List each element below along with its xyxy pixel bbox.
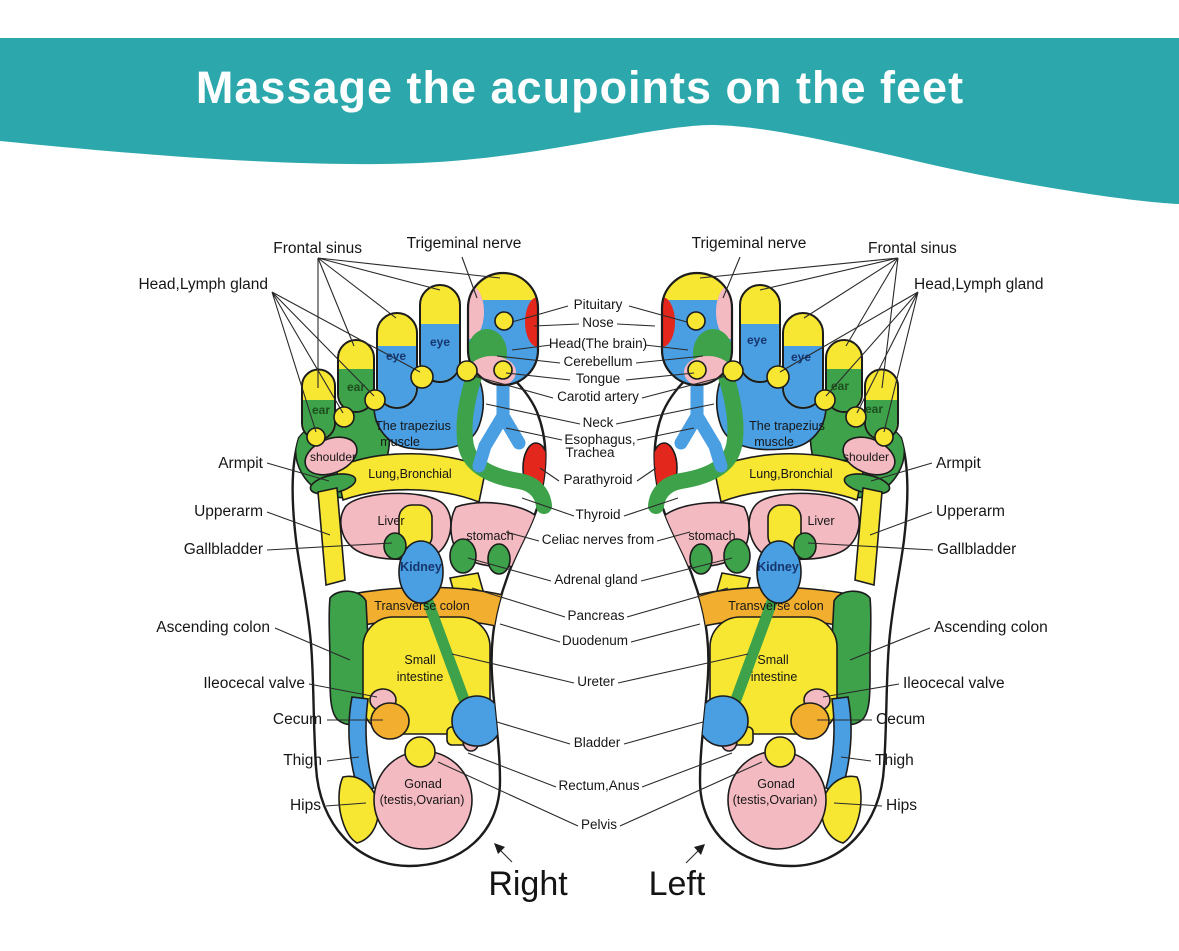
label-ascending-colon-left: Ascending colon [156,619,270,636]
label-neck: Neck [583,415,614,430]
label-transverse-r: Transverse colon [374,599,469,613]
label-frontal-sinus-right: Frontal sinus [868,240,957,257]
label-ileocecal-right: Ileocecal valve [903,675,1005,692]
label-shoulder-l: shoulder [843,450,889,464]
label-stomach-l: stomach [688,529,735,543]
label-pelvis: Pelvis [581,817,617,832]
label-small-intestine-r2: intestine [397,670,444,684]
label-frontal-sinus-left: Frontal sinus [273,240,362,257]
label-carotid-artery: Carotid artery [557,389,639,404]
label-upperarm-left: Upperarm [194,503,263,520]
label-small-intestine-r1: Small [404,653,435,667]
left-arrow-icon [694,844,705,855]
label-pancreas: Pancreas [567,608,624,623]
label-celiac-nerves: Celiac nerves from [542,532,655,547]
left-foot-labels: eye eye ear ear The trapezius muscle sho… [688,333,889,807]
label-shoulder-r: shoulder [310,450,356,464]
label-ureter: Ureter [577,674,615,689]
label-trachea: Trachea [565,445,615,460]
center-labels: Pituitary Nose Head(The brain) Cerebellu… [542,297,655,832]
label-armpit-left: Armpit [218,455,263,472]
label-ascending-colon-right: Ascending colon [934,619,1048,636]
label-esophagus: Esophagus, [564,432,635,447]
label-trigeminal-left: Trigeminal nerve [407,235,522,252]
page-title: Massage the acupoints on the feet [196,62,964,113]
label-upperarm-right: Upperarm [936,503,1005,520]
label-pituitary: Pituitary [574,297,623,312]
label-nose: Nose [582,315,614,330]
label-trapezius-r1: The trapezius [375,419,451,433]
label-ear-l1: ear [831,379,849,393]
right-foot-labels: eye eye ear ear The trapezius muscle sho… [310,335,514,807]
label-eye-r2: eye [386,349,406,363]
label-small-intestine-l2: intestine [751,670,798,684]
label-lung-r: Lung,Bronchial [368,467,451,481]
right-arrow-icon [494,843,505,854]
label-hips-left: Hips [290,797,321,814]
label-transverse-l: Transverse colon [728,599,823,613]
label-hips-right: Hips [886,797,917,814]
label-eye-l1: eye [747,333,767,347]
label-liver-l: Liver [807,514,834,528]
label-gonad-l2: (testis,Ovarian) [733,793,818,807]
label-kidney-l: Kidney [757,560,799,574]
label-trapezius-r2: muscle [380,435,420,449]
label-small-intestine-l1: Small [757,653,788,667]
label-stomach-r: stomach [466,529,513,543]
label-bladder: Bladder [574,735,621,750]
label-liver-r: Liver [377,514,404,528]
banner-wave [0,38,1179,204]
label-thyroid: Thyroid [575,507,620,522]
label-armpit-right: Armpit [936,455,981,472]
label-lung-l: Lung,Bronchial [749,467,832,481]
label-kidney-r: Kidney [400,560,442,574]
label-rectum-anus: Rectum,Anus [558,778,639,793]
label-ear-r1: ear [347,380,365,394]
footer-labels: Right Left [488,865,706,903]
label-trapezius-l2: muscle [754,435,794,449]
label-duodenum: Duodenum [562,633,628,648]
label-tongue: Tongue [576,371,620,386]
label-gallbladder-right: Gallbladder [937,541,1016,558]
label-adrenal-gland: Adrenal gland [554,572,637,587]
label-gallbladder-left: Gallbladder [184,541,263,558]
label-ileocecal-left: Ileocecal valve [203,675,305,692]
label-head-lymph-right: Head,Lymph gland [914,276,1044,293]
leader-lines [266,256,934,864]
label-eye-r1: eye [430,335,450,349]
label-thigh-right: Thigh [875,752,914,769]
label-head-lymph-left: Head,Lymph gland [138,276,268,293]
outer-labels: Frontal sinus Trigeminal nerve Head,Lymp… [138,235,1047,814]
label-head-brain: Head(The brain) [549,336,647,351]
label-cerebellum: Cerebellum [563,354,632,369]
label-eye-l2: eye [791,350,811,364]
label-right-foot: Right [488,865,568,903]
label-gonad-r1: Gonad [404,777,442,791]
banner: Massage the acupoints on the feet [0,38,1179,204]
label-ear-l2: ear [865,402,883,416]
label-thigh-left: Thigh [283,752,322,769]
label-parathyroid: Parathyroid [563,472,632,487]
label-trigeminal-right: Trigeminal nerve [692,235,807,252]
label-ear-r2: ear [312,403,330,417]
label-left-foot: Left [649,865,706,903]
label-cecum-left: Cecum [273,711,322,728]
label-cecum-right: Cecum [876,711,925,728]
label-trapezius-l1: The trapezius [749,419,825,433]
label-gonad-r2: (testis,Ovarian) [380,793,465,807]
label-gonad-l1: Gonad [757,777,795,791]
